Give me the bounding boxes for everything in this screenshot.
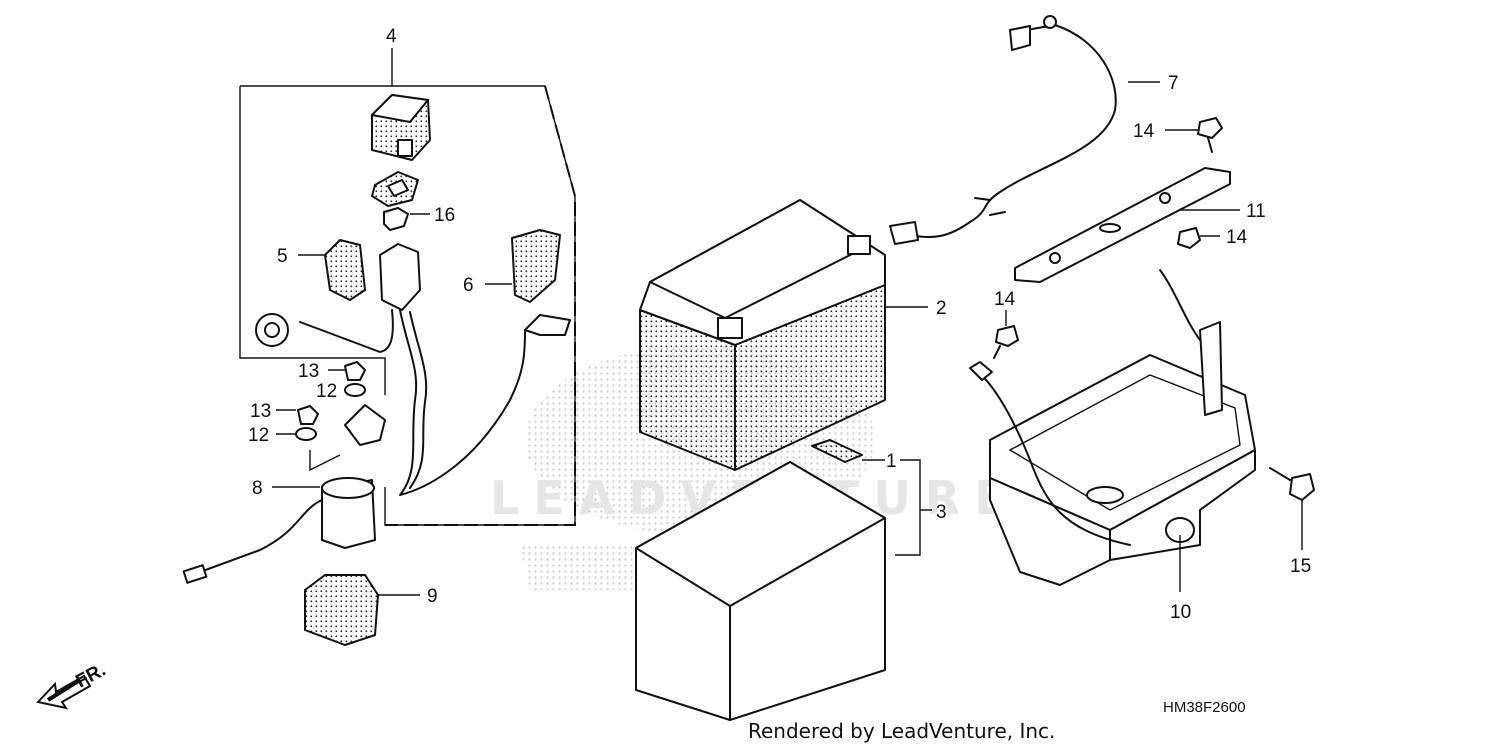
callout-15: 15 bbox=[1290, 556, 1311, 577]
callout-13b: 13 bbox=[250, 401, 271, 422]
callout-8: 8 bbox=[252, 478, 263, 499]
callout-11: 11 bbox=[1246, 201, 1266, 222]
relay-cover bbox=[371, 94, 431, 161]
callouts: 1 2 3 4 5 6 7 8 9 10 11 12 12 13 13 14 1… bbox=[248, 26, 1311, 623]
nuts-washers bbox=[276, 361, 366, 472]
assembly-4-frame bbox=[239, 48, 576, 526]
front-direction-arrow: FR. bbox=[36, 660, 109, 710]
relay-cover-9 bbox=[304, 574, 420, 646]
starter-relay-8 bbox=[182, 477, 376, 584]
callout-9: 9 bbox=[427, 586, 438, 607]
callout-16: 16 bbox=[434, 205, 455, 226]
callout-14a: 14 bbox=[1133, 121, 1155, 142]
callout-1: 1 bbox=[886, 451, 897, 472]
callout-2: 2 bbox=[936, 298, 947, 319]
battery-cable-7 bbox=[889, 15, 1160, 245]
callout-14b: 14 bbox=[1226, 227, 1248, 248]
battery-pad-1 bbox=[811, 439, 885, 463]
callout-13a: 13 bbox=[298, 361, 319, 382]
callout-7: 7 bbox=[1168, 73, 1179, 94]
callout-12b: 12 bbox=[248, 425, 269, 446]
callout-12a: 12 bbox=[316, 381, 337, 402]
battery-plate-11 bbox=[1014, 167, 1240, 283]
callout-5: 5 bbox=[277, 246, 288, 267]
callout-14c: 14 bbox=[994, 289, 1016, 310]
boot-6 bbox=[485, 229, 561, 303]
battery-2 bbox=[639, 199, 928, 471]
callout-6: 6 bbox=[463, 275, 474, 296]
grommet bbox=[371, 171, 419, 207]
bolts-14 bbox=[993, 117, 1223, 359]
callout-10: 10 bbox=[1170, 602, 1191, 623]
battery-box-10 bbox=[969, 269, 1256, 592]
battery-case-3 bbox=[635, 459, 932, 721]
credit-text: Rendered by LeadVenture, Inc. bbox=[748, 719, 1055, 743]
callout-3: 3 bbox=[936, 502, 947, 523]
diagram-code: HM38F2600 bbox=[1163, 699, 1246, 716]
fuse-16 bbox=[383, 207, 430, 231]
bolt-15 bbox=[1269, 467, 1315, 550]
boot-5 bbox=[298, 239, 366, 301]
harness-connector bbox=[255, 243, 571, 496]
callout-4: 4 bbox=[386, 26, 397, 47]
